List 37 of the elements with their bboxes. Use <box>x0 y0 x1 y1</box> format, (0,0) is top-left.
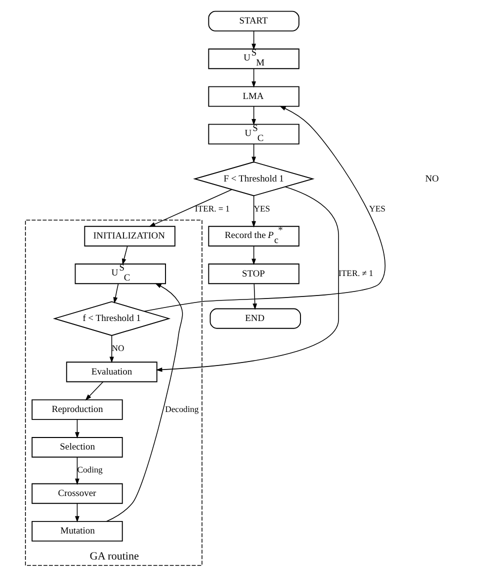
arrow <box>75 419 80 438</box>
node-box: Selection <box>32 437 123 458</box>
edge-label: Coding <box>77 464 103 475</box>
node-box: INITIALIZATION <box>84 226 176 246</box>
node-box: Evaluation <box>66 362 158 382</box>
arrow <box>106 283 183 522</box>
arrow <box>252 246 256 266</box>
arrow <box>144 106 386 312</box>
arrow <box>252 195 256 228</box>
node-box: Mutation <box>32 520 123 542</box>
edge-label: ITER. = 1 <box>194 203 230 214</box>
arrow <box>156 186 339 372</box>
arrow <box>75 503 80 522</box>
arrow <box>148 189 232 227</box>
arrow <box>252 68 256 88</box>
arrow <box>113 284 119 304</box>
label: NO <box>425 174 439 184</box>
arrow <box>252 106 256 126</box>
node-diamond: f < Threshold 1 <box>52 301 171 336</box>
node-diamond: F < Threshold 1 <box>193 162 315 196</box>
node-box: LMA <box>208 86 300 107</box>
node-box: Reproduction <box>32 399 123 420</box>
node-box: STOP <box>208 264 300 284</box>
node-box: Crossover <box>32 483 123 504</box>
arrow <box>122 246 128 265</box>
node-box: END <box>210 308 301 329</box>
arrow <box>85 381 104 400</box>
arrow <box>252 283 258 310</box>
arrow <box>110 335 114 364</box>
arrow <box>252 144 256 163</box>
arrow <box>75 456 80 485</box>
edge-label: YES <box>369 203 386 214</box>
edge-label: Decoding <box>165 404 199 414</box>
edge-label: YES <box>254 203 270 214</box>
node-box: START <box>208 10 300 32</box>
edge-label: NO <box>112 342 124 353</box>
arrow <box>252 30 256 50</box>
